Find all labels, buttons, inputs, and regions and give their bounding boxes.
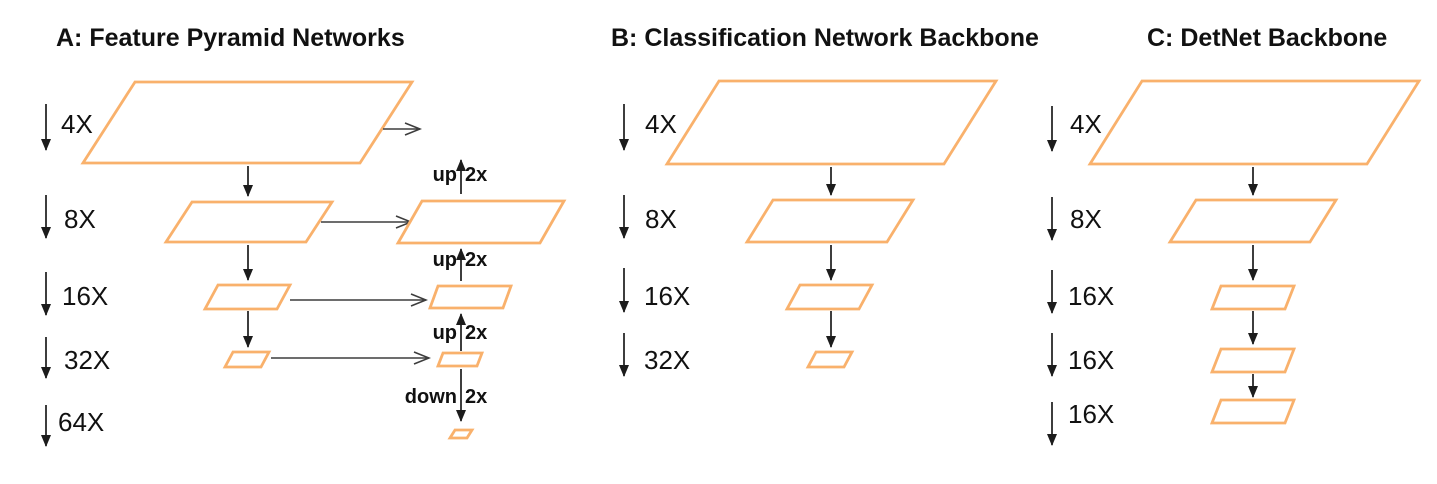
2x-label: 2x [465, 249, 488, 271]
fpn-feature-map-32x [222, 350, 272, 369]
fpn-feature-map-4x [80, 80, 415, 165]
panel-a-title: A: Feature Pyramid Networks [56, 24, 405, 52]
panel-a-scale-label-8x: 8X [64, 204, 96, 234]
2x-label: 2x [465, 164, 488, 186]
fpn-feature-map-8x [163, 200, 335, 244]
panel-c-scale-label-4x: 4X [1070, 109, 1102, 139]
fpn-pyramid-map-8x [395, 199, 567, 245]
det-feature-map-4x [1087, 79, 1422, 166]
2x-label: 2x [465, 386, 488, 408]
cls-feature-map-32x [805, 350, 855, 369]
up-2x-annotation-low: up 2x [381, 323, 541, 347]
panel-c-scale-label-8x: 8X [1070, 204, 1102, 234]
panel-c-scale-label-16x-3: 16X [1068, 399, 1115, 429]
det-feature-map-16x-1 [1209, 284, 1297, 311]
fpn-pyramid-map-16x [428, 284, 513, 310]
up-label: up [432, 164, 457, 186]
panel-a-scale-label-16x: 16X [62, 281, 109, 311]
panel-c-title: C: DetNet Backbone [1147, 24, 1388, 52]
panel-b-scale-label-4x: 4X [645, 109, 677, 139]
cls-feature-map-4x [664, 79, 999, 166]
down-2x-annotation: down 2x [381, 387, 541, 411]
panel-a-diagram [41, 80, 567, 447]
det-feature-map-16x-3 [1209, 398, 1297, 425]
fpn-pyramid-map-32x [435, 351, 485, 368]
panel-b-diagram [619, 79, 999, 377]
fpn-pyramid-map-64x [447, 428, 475, 440]
panel-b-scale-label-8x: 8X [645, 204, 677, 234]
panel-c-diagram [1047, 79, 1422, 446]
up-2x-annotation-top: up 2x [381, 165, 541, 189]
2x-label: 2x [465, 322, 488, 344]
panel-a-scale-label-64x: 64X [58, 407, 105, 437]
cls-feature-map-8x [744, 198, 916, 244]
fpn-feature-map-16x [202, 283, 293, 311]
down-label: down [404, 386, 457, 408]
det-feature-map-16x-2 [1209, 347, 1297, 374]
det-feature-map-8x [1167, 198, 1339, 244]
panel-c-scale-label-16x-1: 16X [1068, 281, 1115, 311]
panel-a-scale-label-4x: 4X [61, 109, 93, 139]
panel-a-scale-label-32x: 32X [64, 345, 111, 375]
up-label: up [432, 249, 457, 271]
panel-c-scale-label-16x-2: 16X [1068, 345, 1115, 375]
up-2x-annotation-mid: up 2x [381, 250, 541, 274]
panel-b-scale-label-32x: 32X [644, 345, 691, 375]
panel-b-title: B: Classification Network Backbone [611, 24, 1039, 52]
cls-feature-map-16x [784, 283, 875, 311]
up-label: up [432, 322, 457, 344]
panel-b-scale-label-16x: 16X [644, 281, 691, 311]
